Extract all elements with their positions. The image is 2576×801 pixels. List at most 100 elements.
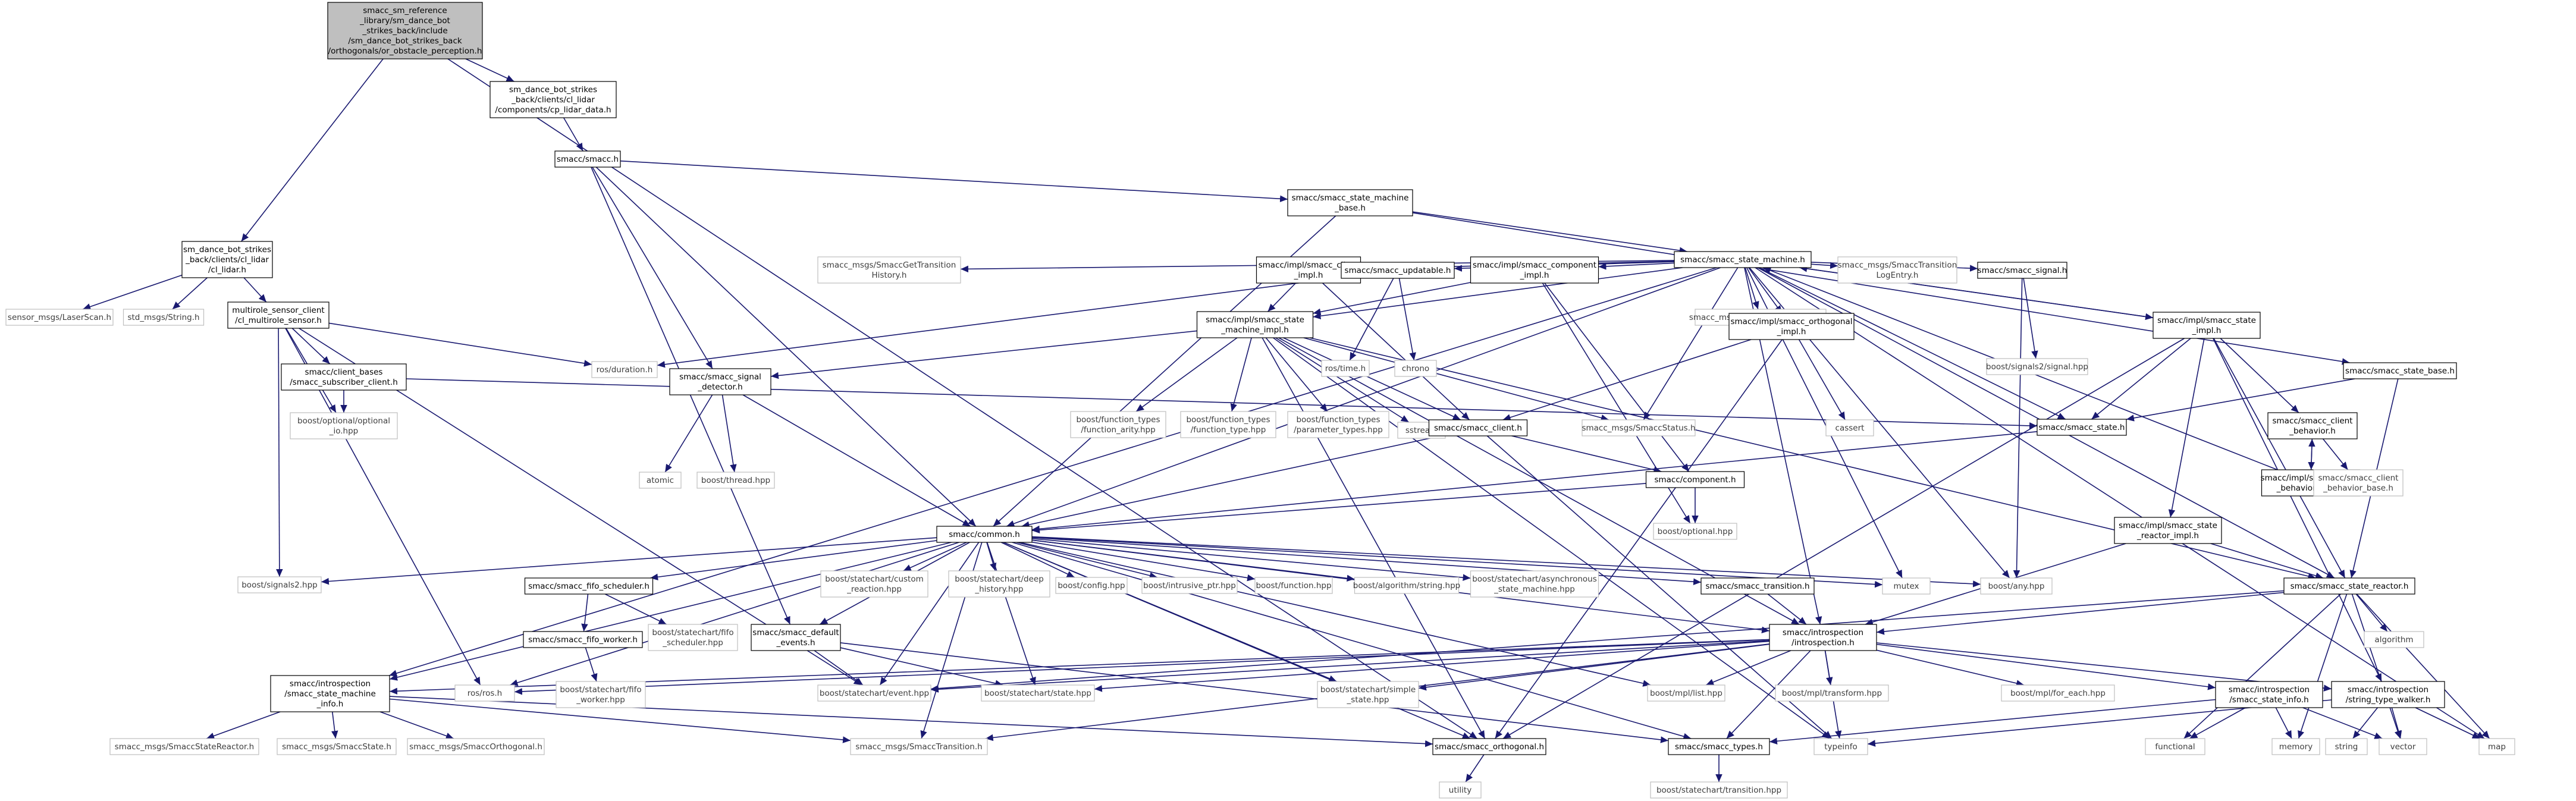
node-label-line: smacc/introspection <box>2229 685 2310 695</box>
file-node-fifo-worker-hpp: boost/statechart/fifo_worker.hpp <box>556 681 646 708</box>
edge-default-events-to-state-hpp <box>840 647 1003 687</box>
file-node-stdstr: string <box>2325 738 2368 755</box>
file-node-client-h[interactable]: smacc/smacc_client.h <box>1428 419 1528 436</box>
file-node-smacc-h[interactable]: smacc/smacc.h <box>554 150 621 168</box>
edge-client-h-to-component-h <box>1511 435 1662 473</box>
file-node-mpltransform: boost/mpl/transform.hpp <box>1775 684 1889 702</box>
node-box <box>1653 523 1737 540</box>
file-node-multirole[interactable]: multirole_sensor_client/cl_multirole_sen… <box>227 301 330 329</box>
file-node-transMsg: smacc_msgs/SmaccTransition.h <box>850 738 988 755</box>
edge-common-to-mutex <box>1031 536 1883 588</box>
node-box <box>524 577 654 595</box>
node-box <box>1647 684 1725 702</box>
file-node-fifo-worker[interactable]: smacc/smacc_fifo_worker.h <box>523 631 643 648</box>
node-box <box>2325 738 2368 755</box>
edge-reactor-to-memory <box>2298 593 2348 739</box>
file-node-cp-lidar[interactable]: sm_dance_bot_strikes_back/clients/cl_lid… <box>490 81 617 118</box>
edge-common-to-any <box>1031 536 1981 588</box>
file-node-cassert: cassert <box>1825 419 1874 436</box>
file-node-root[interactable]: smacc_sm_reference_library/sm_dance_bot_… <box>327 2 483 59</box>
file-node-orthogonal[interactable]: smacc/smacc_orthogonal.h <box>1432 738 1546 755</box>
file-node-transition[interactable]: smacc/smacc_transition.h <box>1700 577 1815 595</box>
file-node-common[interactable]: smacc/common.h <box>936 526 1033 543</box>
node-label-line: vector <box>2390 742 2416 752</box>
node-label-line: _back/clients/cl_lidar <box>511 95 595 105</box>
node-box <box>237 576 322 593</box>
edge-common-to-fifo-sched <box>650 540 937 581</box>
file-node-sc-transition: boost/statechart/transition.hpp <box>1650 781 1788 799</box>
node-box <box>556 681 646 708</box>
node-box <box>1825 419 1874 436</box>
file-node-state-impl[interactable]: smacc/impl/smacc_state_impl.h <box>2153 312 2261 339</box>
file-node-stdstring: std_msgs/String.h <box>123 309 205 326</box>
file-node-chrono: chrono <box>1394 360 1437 377</box>
node-box <box>1341 262 1455 279</box>
file-node-component-h[interactable]: smacc/component.h <box>1645 471 1745 488</box>
file-node-orthMsg: smacc_msgs/SmaccOrthogonal.h <box>407 738 545 755</box>
file-node-state-info[interactable]: smacc/introspection/smacc_state_info.h <box>2215 681 2323 708</box>
node-label-line: smacc_msgs/SmaccStateReactor.h <box>115 742 254 752</box>
node-label-line: _detector.h <box>697 382 742 392</box>
node-label-line: _base.h <box>1334 203 1366 213</box>
file-node-sm-base[interactable]: smacc/smacc_state_machine_base.h <box>1287 189 1413 216</box>
edge-sm-impl-to-ft-param <box>1265 337 1328 412</box>
file-node-subscriber[interactable]: smacc/client_bases/smacc_subscriber_clie… <box>281 363 407 391</box>
node-box <box>2267 412 2358 439</box>
node-label-line: boost/config.hpp <box>1058 581 1125 590</box>
node-label-line: mutex <box>1893 582 1919 591</box>
file-node-state-h[interactable]: smacc/smacc_state.h <box>2037 419 2127 436</box>
edge-intro-to-mpllist <box>1705 650 1791 686</box>
node-label-line: smacc/smacc_fifo_scheduler.h <box>528 582 650 591</box>
edge-sm-info-to-orthMsg <box>379 711 454 739</box>
edge-intro-to-simple-state <box>1418 643 1770 691</box>
node-label-line: /function_arity.hpp <box>1081 425 1155 435</box>
file-node-stateMsg: smacc_msgs/SmaccState.h <box>277 738 397 755</box>
edge-sm-to-status <box>1643 267 1739 420</box>
node-label-line: _info.h <box>316 699 344 709</box>
node-label-line: smacc_msgs/SmaccState.h <box>282 742 391 752</box>
node-label-line: _machine_impl.h <box>1220 325 1289 335</box>
file-node-sig-detector[interactable]: smacc/smacc_signal_detector.h <box>669 368 771 395</box>
node-box <box>1668 738 1770 755</box>
node-label-line: History.h <box>872 271 907 280</box>
file-node-orth-impl[interactable]: smacc/impl/smacc_orthogonal_impl.h <box>1728 313 1855 340</box>
file-node-walker[interactable]: smacc/introspection/string_type_walker.h <box>2331 681 2445 708</box>
file-node-fifo-sched[interactable]: smacc/smacc_fifo_scheduler.h <box>524 577 654 595</box>
node-box <box>850 738 988 755</box>
node-label-line: smacc/smacc_updatable.h <box>1345 266 1451 275</box>
node-box <box>523 631 643 648</box>
node-box <box>1254 577 1333 594</box>
node-box <box>817 256 961 284</box>
file-node-cl-lidar[interactable]: sm_dance_bot_strikes_back/clients/cl_lid… <box>181 241 273 278</box>
edge-cp-lidar-to-smacc-h <box>563 117 583 152</box>
edge-common-to-rosros <box>510 542 959 686</box>
file-node-event: boost/statechart/event.hpp <box>817 684 931 702</box>
file-node-updatable[interactable]: smacc/smacc_updatable.h <box>1341 262 1455 279</box>
file-node-state-base[interactable]: smacc/smacc_state_base.h <box>2343 362 2457 379</box>
file-node-intro[interactable]: smacc/introspection/introspection.h <box>1769 624 1877 651</box>
edge-intro-to-event <box>930 640 1770 693</box>
file-node-state-hpp: boost/statechart/state.hpp <box>981 684 1095 702</box>
node-box <box>1645 471 1745 488</box>
node-box <box>490 81 617 118</box>
file-node-types[interactable]: smacc/smacc_types.h <box>1668 738 1770 755</box>
node-box <box>1321 360 1370 377</box>
file-node-component-impl[interactable]: smacc/impl/smacc_component_impl.h <box>1470 256 1599 284</box>
file-node-fifo-sched-hpp: boost/statechart/fifo_scheduler.hpp <box>648 624 738 651</box>
file-node-rosros: ros/ros.h <box>454 684 515 702</box>
file-node-sm[interactable]: smacc/smacc_state_machine.h <box>1674 251 1812 268</box>
edge-state-impl-to-cb <box>2220 338 2299 413</box>
file-node-sm-info[interactable]: smacc/introspection/smacc_state_machine_… <box>270 675 390 712</box>
edge-root-to-cl-lidar <box>241 58 384 242</box>
file-node-signal-h[interactable]: smacc/smacc_signal.h <box>1977 262 2067 279</box>
file-node-default-events[interactable]: smacc/smacc_default_events.h <box>751 624 841 651</box>
node-box <box>1582 419 1696 436</box>
file-node-reactor-impl[interactable]: smacc/impl/smacc_state_reactor_impl.h <box>2114 517 2222 544</box>
edge-common-to-sm-info <box>389 542 952 681</box>
node-label-line: boost/mpl/transform.hpp <box>1782 689 1882 698</box>
file-node-reactor[interactable]: smacc/smacc_state_reactor.h <box>2283 577 2415 595</box>
file-node-signals2: boost/signals2.hpp <box>237 576 322 593</box>
file-node-sm-impl[interactable]: smacc/impl/smacc_state_machine_impl.h <box>1196 311 1314 338</box>
node-label-line: smacc/smacc_state_machine.h <box>1680 255 1805 265</box>
file-node-cb[interactable]: smacc/smacc_client_behavior.h <box>2267 412 2358 439</box>
